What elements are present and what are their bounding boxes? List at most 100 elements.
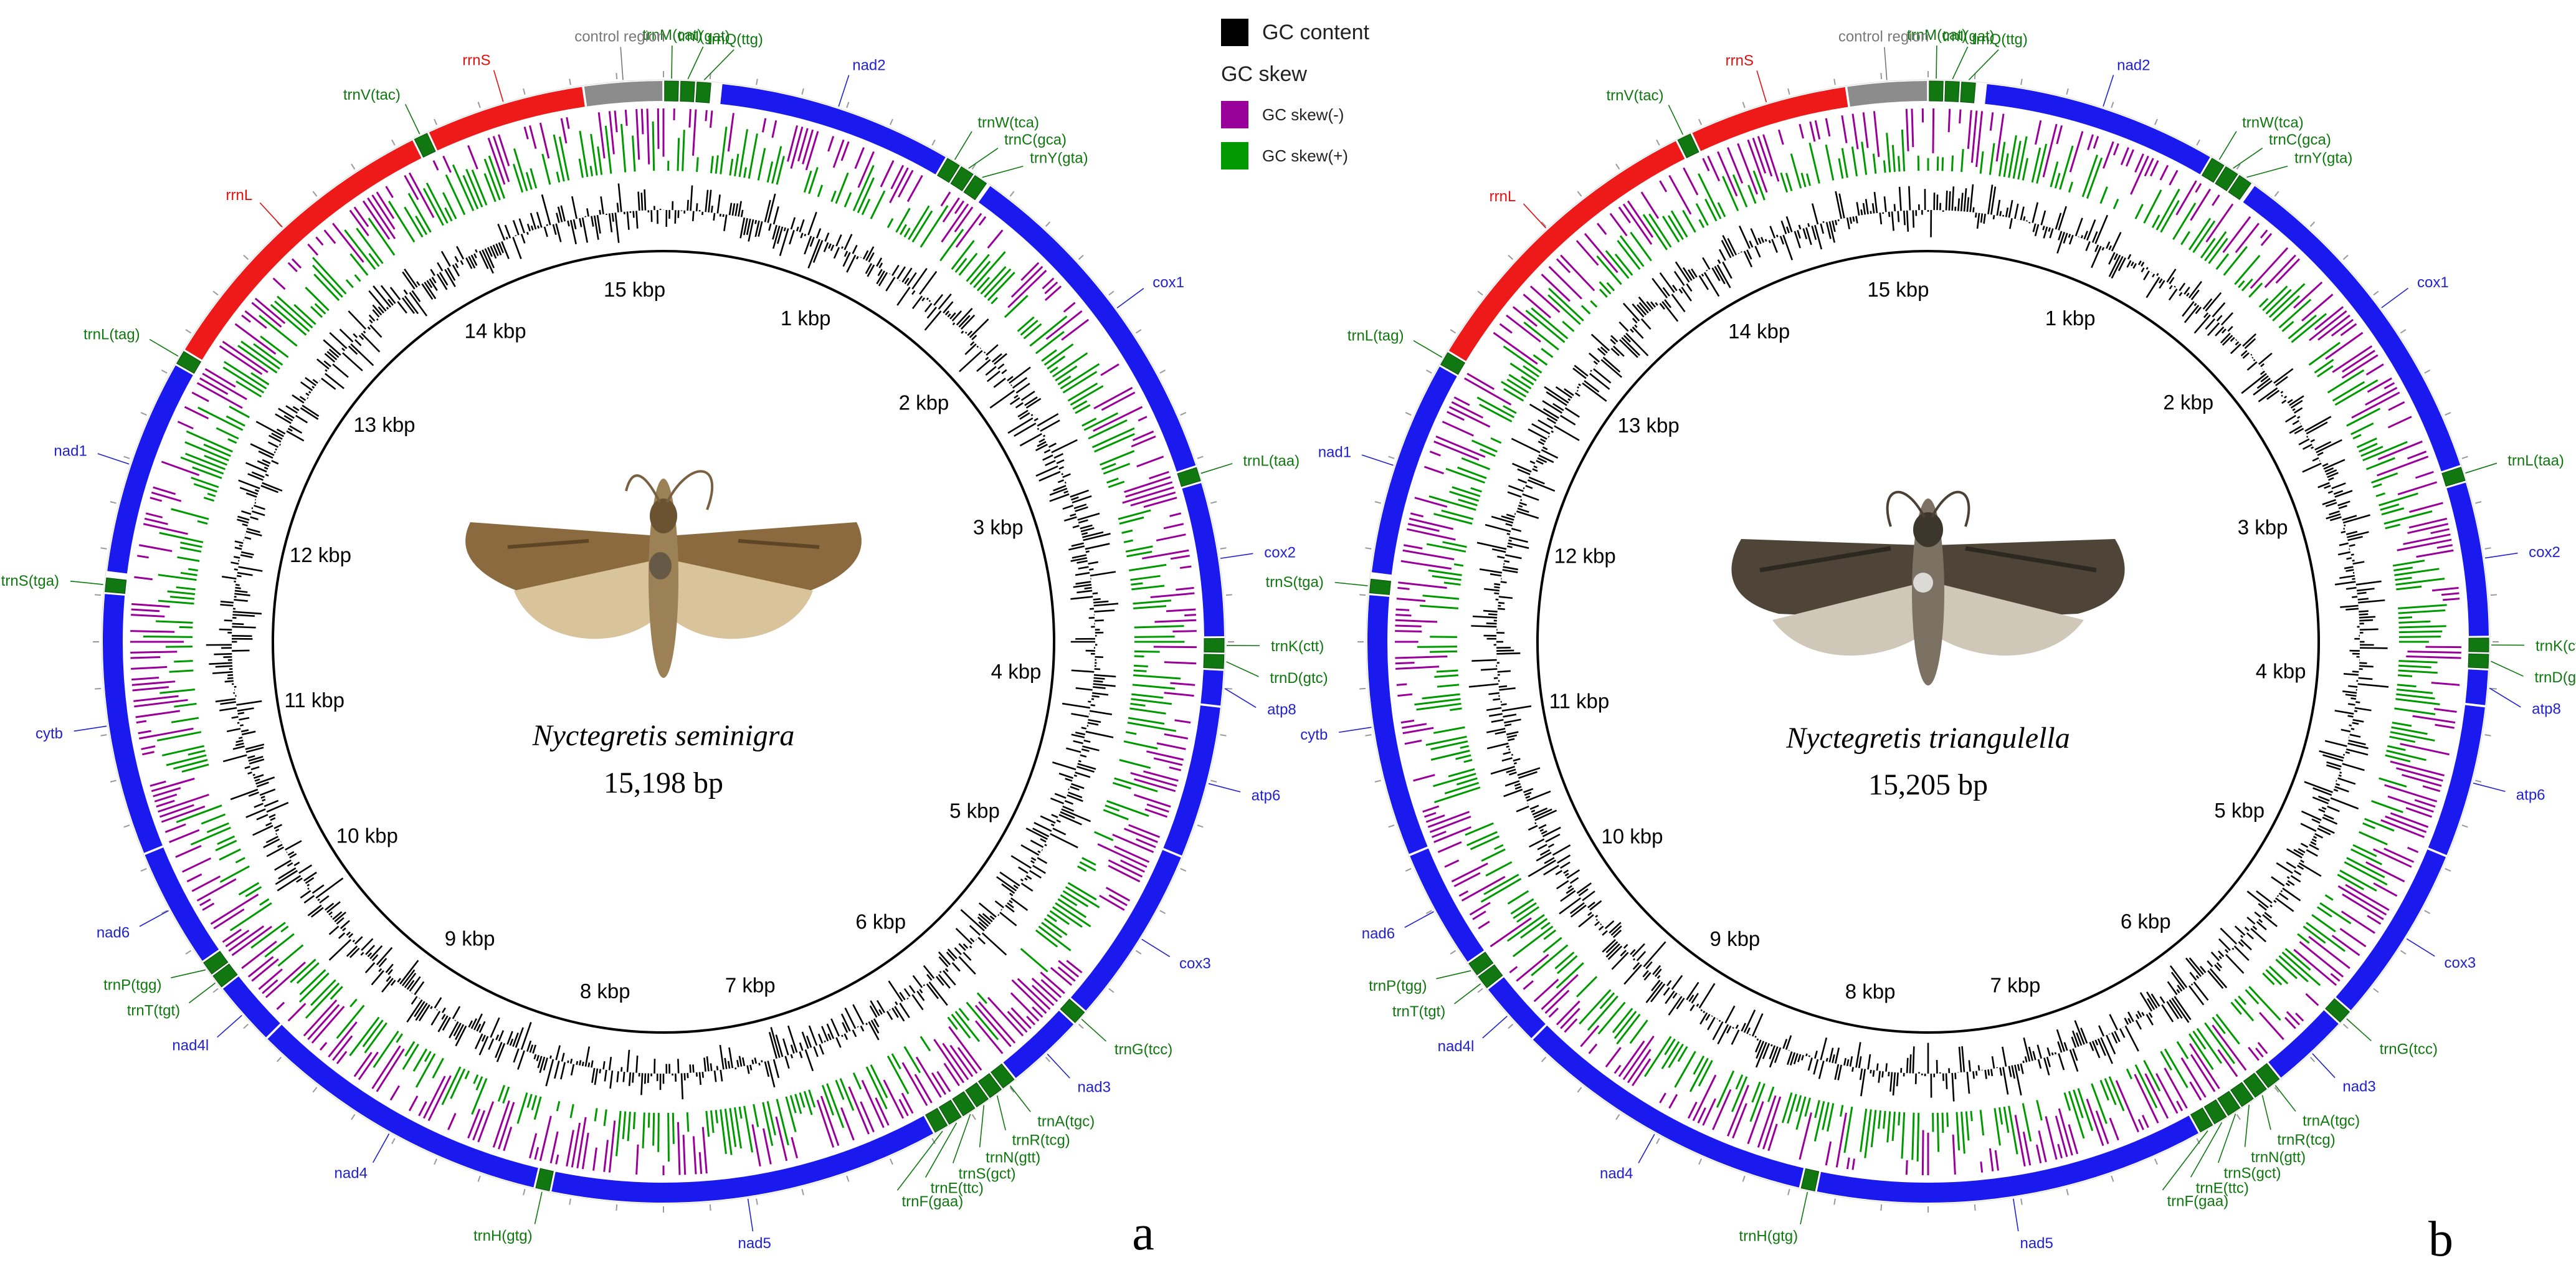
scale-tick — [243, 1023, 249, 1029]
gc-skew-positive-bar — [1123, 539, 1133, 543]
gc-content-bar — [944, 968, 949, 972]
gc-content-bar — [1595, 918, 1598, 921]
gc-skew-negative-bar — [1737, 143, 1759, 195]
kbp-label: 5 kbp — [949, 799, 1000, 822]
gc-skew-positive-bar — [1133, 664, 1148, 667]
gc-skew-positive-bar — [203, 443, 231, 457]
scale-tick — [1450, 329, 1457, 334]
gc-content-bar — [1536, 851, 1552, 862]
gc-content-bar — [770, 1027, 781, 1058]
gc-skew-positive-bar — [1094, 432, 1135, 453]
gc-skew-positive-bar — [987, 272, 1015, 302]
feature-ring-outline — [1366, 79, 2491, 1204]
gc-content-bar — [1525, 795, 1531, 799]
gc-skew-negative-bar — [942, 1042, 969, 1080]
gc-content-bar — [376, 947, 393, 966]
gc-content-bar — [2260, 375, 2269, 383]
gc-content-bar — [886, 1011, 893, 1021]
gc-content-bar — [1862, 203, 1866, 215]
gc-content-bar — [844, 1007, 857, 1029]
gc-content-bar — [1555, 870, 1562, 875]
gc-skew-positive-bar — [1533, 354, 1548, 366]
gc-skew-positive-bar — [1979, 151, 1984, 174]
gc-skew-positive-bar — [696, 157, 699, 173]
gc-content-bar — [1896, 1072, 1899, 1087]
feature-arc-atp6 — [1163, 705, 1220, 856]
gc-skew-negative-bar — [336, 1051, 348, 1064]
gc-content-bar — [807, 211, 817, 236]
gc-skew-negative-bar — [1506, 314, 1541, 343]
gc-content-bar — [1567, 885, 1572, 889]
gc-content-bar — [1498, 685, 1508, 688]
gc-skew-positive-bar — [442, 192, 457, 219]
gc-skew-positive-bar — [404, 206, 424, 238]
gc-skew-positive-bar — [729, 158, 734, 176]
gc-content-bar — [2168, 288, 2178, 301]
label-leader — [70, 580, 103, 585]
gc-skew-positive-bar — [1901, 1112, 1906, 1159]
gc-content-bar — [1811, 226, 1817, 241]
scale-tick — [391, 1138, 396, 1145]
gc-skew-positive-bar — [349, 1016, 380, 1057]
feature-arc-trny-gta- — [2228, 174, 2252, 201]
scale-tick — [185, 950, 192, 955]
gc-content-bar — [746, 1065, 750, 1074]
gc-content-bar — [490, 246, 497, 259]
gc-content-bar — [739, 217, 746, 239]
feature-arc-trnl-tag- — [176, 351, 202, 374]
gc-content-bar — [1503, 751, 1511, 755]
skew-neg-label: GC skew(-) — [1262, 105, 1344, 124]
feature-arc-trnk-ctt- — [2468, 637, 2489, 652]
gc-skew-positive-bar — [1443, 581, 1461, 586]
gc-content-bar — [690, 185, 693, 211]
gc-skew-positive-bar — [553, 134, 565, 182]
gc-content-bar — [1814, 1051, 1818, 1059]
gc-content-bar — [2071, 1036, 2077, 1048]
gc-content-bar — [552, 224, 557, 236]
scale-tick — [2373, 290, 2379, 296]
gc-skew-positive-bar — [222, 366, 265, 394]
gc-skew-positive-bar — [579, 130, 589, 178]
gc-skew-positive-bar — [1891, 145, 1896, 173]
gc-content-bar — [749, 1064, 753, 1071]
gc-content-bar — [2258, 387, 2278, 403]
gc-skew-negative-bar — [1144, 808, 1168, 818]
gc-content-bar — [1867, 1054, 1871, 1070]
gc-content-bar — [2292, 408, 2296, 411]
gc-content-bar — [2132, 263, 2137, 269]
gc-skew-positive-bar — [2394, 707, 2436, 715]
gc-content-bar — [2286, 861, 2296, 869]
scale-tick — [801, 88, 804, 95]
gc-content-bar — [1484, 588, 1500, 592]
label-leader — [953, 1114, 971, 1163]
gc-content-bar — [1020, 878, 1024, 882]
gc-content-bar — [1770, 1044, 1773, 1047]
gc-skew-negative-bar — [797, 128, 809, 162]
gc-content-bar — [387, 969, 393, 975]
gc-content-bar — [1878, 1071, 1881, 1083]
gc-content-bar — [1527, 479, 1556, 492]
gc-skew-positive-bar — [920, 205, 949, 248]
gc-content-bar — [2298, 848, 2306, 854]
gc-content-bar — [1652, 277, 1668, 298]
gc-skew-negative-bar — [151, 778, 195, 793]
gc-content-bar — [1038, 438, 1045, 443]
label-leader — [1338, 727, 1372, 733]
gc-content-bar — [1480, 668, 1498, 671]
gc-content-bar — [1093, 686, 1106, 689]
gc-content-bar — [2094, 1039, 2099, 1046]
gc-skew-positive-bar — [250, 372, 270, 386]
gc-content-bar — [1666, 980, 1672, 986]
gc-skew-positive-bar — [201, 813, 226, 825]
gc-content-bar — [2072, 1048, 2078, 1061]
gc-skew-negative-bar — [265, 961, 307, 998]
feature-label: rrnS — [462, 52, 490, 69]
feature-arc-cytb — [1367, 595, 1428, 854]
gc-skew-positive-bar — [1516, 906, 1540, 923]
gc-skew-positive-bar — [1998, 1107, 2003, 1125]
gc-skew-positive-bar — [799, 1092, 806, 1108]
scale-tick — [1108, 290, 1115, 296]
gc-skew-negative-bar — [131, 603, 170, 608]
panel-b-moth-image — [1731, 490, 2125, 685]
gc-content-bar — [2199, 965, 2207, 973]
